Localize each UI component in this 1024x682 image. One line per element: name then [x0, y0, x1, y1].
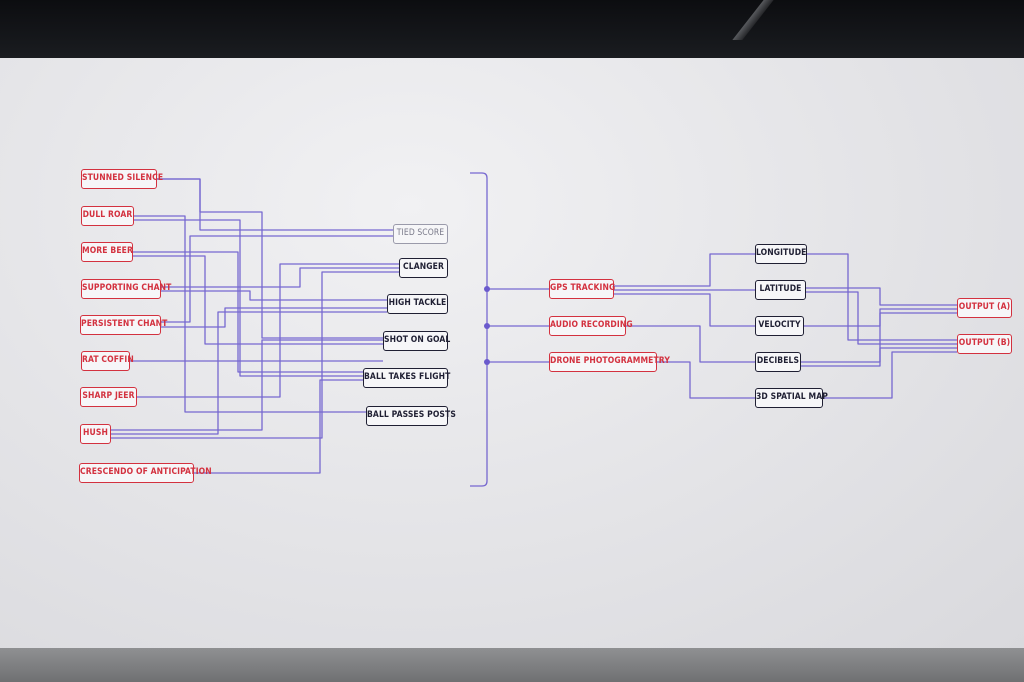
- wire-stunned-silence: [157, 178, 393, 231]
- node-rat-coffin: RAT COFFIN: [81, 351, 134, 371]
- wire-crescendo: [194, 379, 363, 474]
- junction-gps: [484, 286, 490, 292]
- node-output-a: OUTPUT (A): [957, 298, 1012, 318]
- ceiling: [0, 0, 1024, 58]
- wire-latitude-b: [806, 291, 957, 345]
- wire-persistent-chant: [161, 235, 393, 323]
- wire-audio-decibels: [626, 325, 755, 363]
- gallery-floor: [0, 648, 1024, 682]
- wire-drone-map: [657, 361, 755, 399]
- node-sharp-jeer: SHARP JEER: [80, 387, 137, 407]
- node-ball-takes-flight: BALL TAKES FLIGHT: [363, 368, 450, 388]
- node-velocity: VELOCITY: [755, 316, 804, 336]
- node-latitude: LATITUDE: [755, 280, 806, 300]
- wire-longitude-a: [807, 253, 957, 341]
- wire-supporting-chant-b: [161, 290, 387, 301]
- wire-latitude-a: [806, 287, 957, 306]
- node-output-b: OUTPUT (B): [957, 334, 1012, 354]
- node-more-beer: MORE BEER: [81, 242, 133, 262]
- node-audio-recording: AUDIO RECORDING: [549, 316, 633, 336]
- node-dull-roar: DULL ROAR: [81, 206, 134, 226]
- wire-supporting-chant: [161, 267, 399, 288]
- node-tied-score: TIED SCORE: [393, 224, 448, 244]
- node-crescendo-of-anticipation: CRESCENDO OF ANTICIPATION: [79, 463, 212, 483]
- bracket: [470, 172, 488, 487]
- node-hush: HUSH: [80, 424, 111, 444]
- junction-audio: [484, 323, 490, 329]
- wire-decibels-a: [801, 312, 957, 363]
- wire-gps-longitude: [614, 253, 755, 287]
- node-supporting-chant: SUPPORTING CHANT: [81, 279, 171, 299]
- node-3d-spatial-map: 3D SPATIAL MAP: [755, 388, 828, 408]
- wire-dull-roar: [134, 215, 366, 413]
- node-clanger: CLANGER: [399, 258, 448, 278]
- wire-gps-velocity: [614, 293, 755, 327]
- node-ball-passes-posts: BALL PASSES POSTS: [366, 406, 456, 426]
- wire-decibels-b: [801, 347, 957, 367]
- junction-drone: [484, 359, 490, 365]
- wire-sharp-jeer: [137, 263, 399, 398]
- wire-persistent-chant-b: [161, 307, 387, 328]
- wire-stunned-silence-b: [157, 178, 383, 339]
- wire-hush: [111, 339, 383, 431]
- node-persistent-chant: PERSISTENT CHANT: [80, 315, 167, 335]
- node-drone-photogrammetry: DRONE PHOTOGRAMMETRY: [549, 352, 670, 372]
- wire-dull-roar-b: [134, 219, 363, 377]
- node-decibels: DECIBELS: [755, 352, 801, 372]
- node-shot-on-goal: SHOT ON GOAL: [383, 331, 450, 351]
- wire-hush-b: [111, 311, 387, 435]
- node-gps-tracking: GPS TRACKING: [549, 279, 615, 299]
- gallery-wall: [0, 58, 1024, 648]
- node-longitude: LONGITUDE: [755, 244, 807, 264]
- node-stunned-silence: STUNNED SILENCE: [81, 169, 163, 189]
- wire-hush-c: [111, 271, 399, 439]
- node-high-tackle: HIGH TACKLE: [387, 294, 448, 314]
- wire-map-b: [823, 351, 957, 399]
- wire-more-beer-b: [133, 255, 383, 345]
